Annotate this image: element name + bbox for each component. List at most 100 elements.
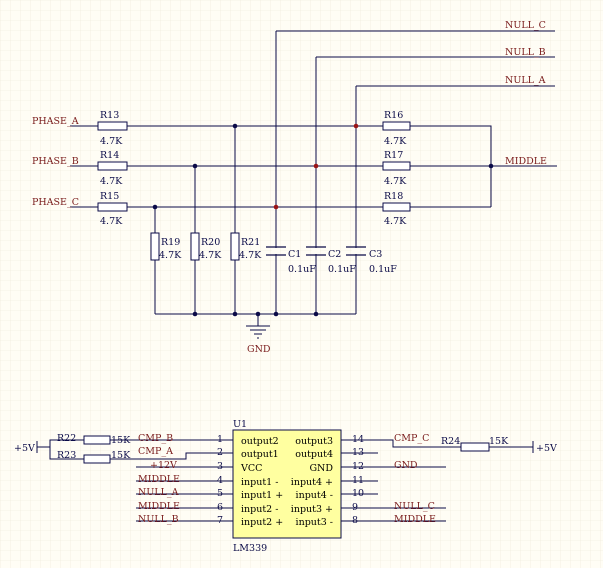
ic-pin-number: 2 [217,447,223,458]
ic-pin-number: 8 [352,515,358,526]
resistor-bodies-top [97,121,411,261]
resistor-value-r18: 4.7K [384,216,407,227]
capacitor-ref-c2: C2 [328,249,341,260]
resistor-r16 [382,121,411,131]
resistor-ref-r24: R24 [441,436,460,447]
pin-net-label: GND [394,460,418,471]
wire-plus5-left [36,439,84,460]
ic-pin-name: input1 + [241,490,283,501]
capacitor-value-c2: 0.1uF [328,264,356,275]
ic-pin-name: GND [309,463,333,474]
capacitor-gaps [272,248,360,254]
ic-pin-number: 9 [352,502,358,513]
pin-net-label: MIDDLE [138,474,180,485]
junction-dot [273,204,279,210]
net-label-null-b: NULL_B [505,47,546,58]
ic-pin-name: input2 + [241,517,283,528]
resistor-ref-r18: R18 [384,191,403,202]
ic-pin-name: input1 - [241,477,278,488]
resistor-r18 [382,202,411,212]
capacitor-c2 [306,246,326,256]
ic-pin-number: 13 [352,447,364,458]
resistor-ref-r17: R17 [384,150,403,161]
wire-pin14 [341,439,533,448]
resistor-value-r17: 4.7K [384,176,407,187]
capacitor-c1 [266,246,286,256]
net-label-phase-b: PHASE_B [32,156,79,167]
capacitor-ref-c1: C1 [288,249,301,260]
net-label-gnd: GND [247,344,271,355]
ic-pin-number: 10 [352,488,364,499]
wire-r23-out [110,452,233,460]
ic-pin-name: output4 [295,449,333,460]
wire-phase-a [70,125,492,207]
pin-net-label: CMP_B [138,433,173,444]
capacitor-gap [352,248,360,254]
ic-pin-number: 3 [217,461,223,472]
ic-u1-body [232,429,342,539]
supply-plus5-right: +5V [536,443,557,454]
capacitor-value-c3: 0.1uF [369,264,397,275]
ic-pin-number: 1 [217,434,223,445]
pin-net-label: +12V [150,460,177,471]
top-wires [70,30,557,326]
junction-dot [353,123,359,129]
pin-net-label: NULL_C [394,501,435,512]
pin-net-label: MIDDLE [394,514,436,525]
wire-null-b [315,56,555,314]
pin-net-label: CMP_A [138,446,173,457]
resistor-r21 [230,232,240,261]
capacitor-gap [272,248,280,254]
ic-pin-number: 5 [217,488,223,499]
ic-ref: U1 [233,419,247,430]
junction-dot [273,311,279,317]
resistor-ref-r21: R21 [241,237,260,248]
capacitor-value-c1: 0.1uF [288,264,316,275]
resistor-value-r21: 4.7K [239,250,262,261]
resistor-r20 [190,232,200,261]
resistor-r22 [83,435,111,445]
junction-dot [255,311,261,317]
ic-pin-name: input3 + [291,504,333,515]
resistor-r17 [382,161,411,171]
resistor-value-r13: 4.7K [100,136,123,147]
ic-pin-name: input4 - [296,490,333,501]
ic-pin-number: 7 [217,515,223,526]
ground-symbol [246,325,270,339]
ic-pin-name: VCC [240,463,262,474]
capacitor-gap [312,248,320,254]
junction-dot [232,123,238,129]
ic-pin-name: input3 - [296,517,333,528]
ic-pin-name: input2 - [241,504,278,515]
resistor-ref-r16: R16 [384,110,403,121]
resistor-ref-r13: R13 [100,110,119,121]
ic-pin-name: input4 + [291,477,333,488]
ic-pin-number: 12 [352,461,364,472]
pin-net-label: NULL_B [138,514,179,525]
resistor-ref-r20: R20 [201,237,220,248]
net-label-phase-c: PHASE_C [32,197,79,208]
resistor-r15 [97,202,128,212]
resistor-value-r24: 15K [489,436,509,447]
pin-net-label: NULL_A [138,487,179,498]
junction-dot [192,311,198,317]
resistor-ref-r22: R22 [57,433,76,444]
resistor-value-r15: 4.7K [100,216,123,227]
ic-pin-number: 11 [352,475,364,486]
ic-pin-number: 6 [217,502,223,513]
resistor-value-r16: 4.7K [384,136,407,147]
ic-pin-name: output3 [295,436,333,447]
resistor-ref-r15: R15 [100,191,119,202]
junction-dot [152,204,158,210]
ic-pin-name: output2 [241,436,279,447]
capacitor-ref-c3: C3 [369,249,382,260]
junction-dot [232,311,238,317]
junction-dot [192,163,198,169]
comparator-resistors [83,435,490,464]
resistor-value-r19: 4.7K [159,250,182,261]
resistor-r14 [97,161,128,171]
comparator-wires [36,439,534,522]
net-label-null-c: NULL_C [505,20,546,31]
ic-pin-number: 4 [217,475,223,486]
